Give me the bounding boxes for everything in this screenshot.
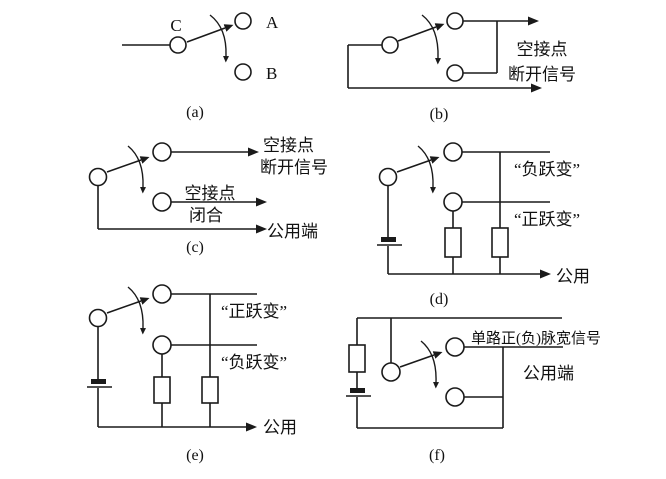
panel-caption: (e) (186, 447, 204, 464)
panel-c: 空接点 断开信号 空接点 闭合 公用端 (c) (88, 136, 328, 256)
throw-arc (127, 145, 146, 194)
common-terminal (88, 308, 108, 328)
common-note: 公用 (556, 267, 590, 286)
common-terminal (381, 362, 401, 382)
contact-a-terminal (234, 12, 252, 30)
throw-arc (417, 145, 436, 194)
pole-arrow (399, 351, 443, 368)
panel-caption: (b) (430, 106, 449, 123)
throw-arc (127, 286, 146, 335)
lower-note: “正跃变” (514, 210, 580, 229)
resistor (491, 227, 509, 258)
resistor (444, 227, 462, 258)
panel-d: “负跃变” “正跃变” 公用 (d) (377, 142, 590, 308)
common-note: 公用端 (267, 222, 318, 241)
common-note: 公用 (263, 418, 297, 437)
panel-e: “正跃变” “负跃变” 公用 (e) (87, 284, 297, 464)
panel-caption: (d) (430, 291, 449, 308)
upper-contact-terminal (152, 284, 172, 304)
pole-arrow (397, 23, 445, 42)
common-note: 公用端 (523, 364, 574, 383)
lower-contact-terminal (152, 192, 172, 212)
upper-note: “正跃变” (221, 302, 287, 321)
note-line2: 断开信号 (508, 65, 576, 84)
upper-note-line2: 断开信号 (260, 158, 328, 177)
panel-caption: (a) (186, 104, 204, 121)
panel-caption: (c) (186, 239, 204, 256)
pole-arrow (396, 156, 440, 173)
common-terminal (169, 36, 187, 54)
panel-b: 空接点 断开信号 (b) (347, 12, 576, 123)
upper-contact-terminal (446, 12, 464, 30)
lower-contact-terminal (446, 64, 464, 82)
contact-b-label: B (266, 64, 277, 83)
upper-contact-terminal (152, 142, 172, 162)
lower-contact-terminal (443, 192, 463, 212)
upper-note: “负跃变” (514, 160, 580, 179)
contact-b-terminal (234, 63, 252, 81)
panel-a: C A B (a) (122, 12, 279, 121)
contact-a-label: A (266, 13, 279, 32)
pole-arrow (186, 24, 234, 43)
battery-icon (350, 388, 365, 393)
panel-caption: (f) (429, 447, 445, 464)
panel-f: 单路正(负)脉宽信号 公用端 (f) (346, 317, 601, 464)
common-terminal (378, 167, 398, 187)
lower-note-below: 闭合 (189, 206, 223, 225)
battery-icon (91, 379, 106, 384)
pole-label: C (170, 16, 181, 35)
throw-arc (420, 340, 439, 389)
resistor (153, 376, 171, 404)
pole-arrow (106, 297, 150, 314)
upper-contact-terminal (445, 337, 465, 357)
battery-icon (381, 237, 396, 242)
lower-contact-terminal (445, 387, 465, 407)
pole-arrow (106, 156, 150, 173)
signal-note: 单路正(负)脉宽信号 (471, 330, 601, 347)
throw-arc (209, 14, 229, 63)
lower-contact-terminal (152, 335, 172, 355)
upper-contact-terminal (443, 142, 463, 162)
resistor (201, 376, 219, 404)
common-terminal (88, 167, 108, 187)
lower-note: “负跃变” (221, 353, 287, 372)
note-line1: 空接点 (517, 40, 568, 59)
lower-note-above: 空接点 (185, 184, 236, 203)
upper-note-line1: 空接点 (263, 136, 314, 155)
common-terminal (381, 36, 399, 54)
throw-arc (421, 14, 441, 65)
resistor (348, 344, 366, 373)
